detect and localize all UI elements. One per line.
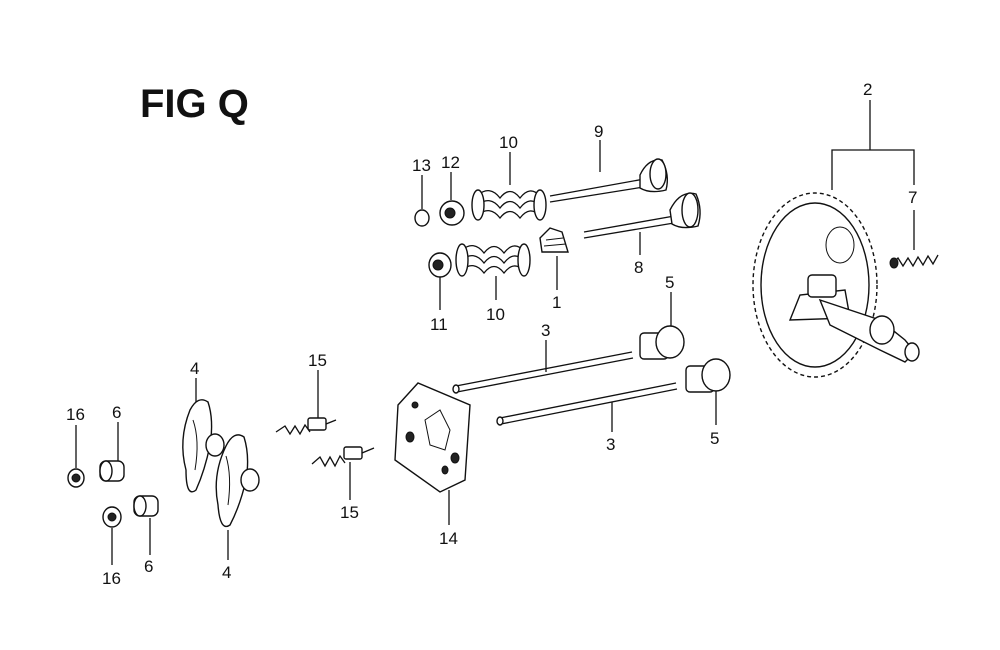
push-rod-upper xyxy=(452,351,634,394)
callout-6-upper: 6 xyxy=(112,403,121,422)
intake-valve xyxy=(583,192,701,239)
pivot-nut-lower xyxy=(102,506,122,528)
callout-10-lower: 10 xyxy=(486,305,505,324)
callout-6-lower: 6 xyxy=(144,557,153,576)
figure-title: FIG Q xyxy=(140,82,249,126)
exhaust-valve xyxy=(549,158,669,203)
callout-10-upper: 10 xyxy=(499,133,518,152)
callout-5-lower: 5 xyxy=(710,429,719,448)
callout-16-lower: 16 xyxy=(102,569,121,588)
valve-spring-lower xyxy=(455,243,531,277)
rocker-pivot-upper xyxy=(99,460,125,482)
callout-3-upper: 3 xyxy=(541,321,550,340)
rocker-arm-lower xyxy=(215,434,260,528)
callout-1: 1 xyxy=(552,293,561,312)
callout-4-lower: 4 xyxy=(222,563,231,582)
stud-bolt-lower xyxy=(311,446,375,468)
valve-spring-upper xyxy=(471,189,547,221)
callout-15-lower: 15 xyxy=(340,503,359,522)
camshaft-gear xyxy=(752,192,920,378)
spring-retainer-11 xyxy=(428,252,452,278)
tappet-upper xyxy=(639,325,685,360)
valve-lock-13 xyxy=(414,209,430,227)
callout-3-lower: 3 xyxy=(606,435,615,454)
callout-labels: 2 7 9 8 10 10 1 12 13 11 3 3 5 5 14 15 1… xyxy=(66,80,917,588)
callout-12: 12 xyxy=(441,153,460,172)
decompressor-spring xyxy=(889,254,939,269)
callout-8: 8 xyxy=(634,258,643,277)
callout-9: 9 xyxy=(594,122,603,141)
callout-11: 11 xyxy=(430,315,448,334)
rocker-arm-upper xyxy=(182,399,225,493)
leader-2-7 xyxy=(831,149,915,190)
callout-14: 14 xyxy=(439,529,458,548)
push-rod-guide-plate xyxy=(394,382,471,493)
callout-13: 13 xyxy=(412,156,431,175)
push-rod-lower xyxy=(496,382,678,426)
rocker-pivot-lower xyxy=(133,495,159,517)
callout-5-upper: 5 xyxy=(665,273,674,292)
callout-4-upper: 4 xyxy=(190,359,199,378)
callout-16-upper: 16 xyxy=(66,405,85,424)
valve-stem-seal xyxy=(539,227,569,253)
callout-2: 2 xyxy=(863,80,872,99)
stud-bolt-upper xyxy=(275,417,337,436)
callout-15-upper: 15 xyxy=(308,351,327,370)
leader-lines xyxy=(75,140,717,565)
spring-retainer-12 xyxy=(439,200,465,226)
callout-7: 7 xyxy=(908,188,917,207)
tappet-lower xyxy=(685,358,731,393)
pivot-nut-upper xyxy=(67,468,85,488)
